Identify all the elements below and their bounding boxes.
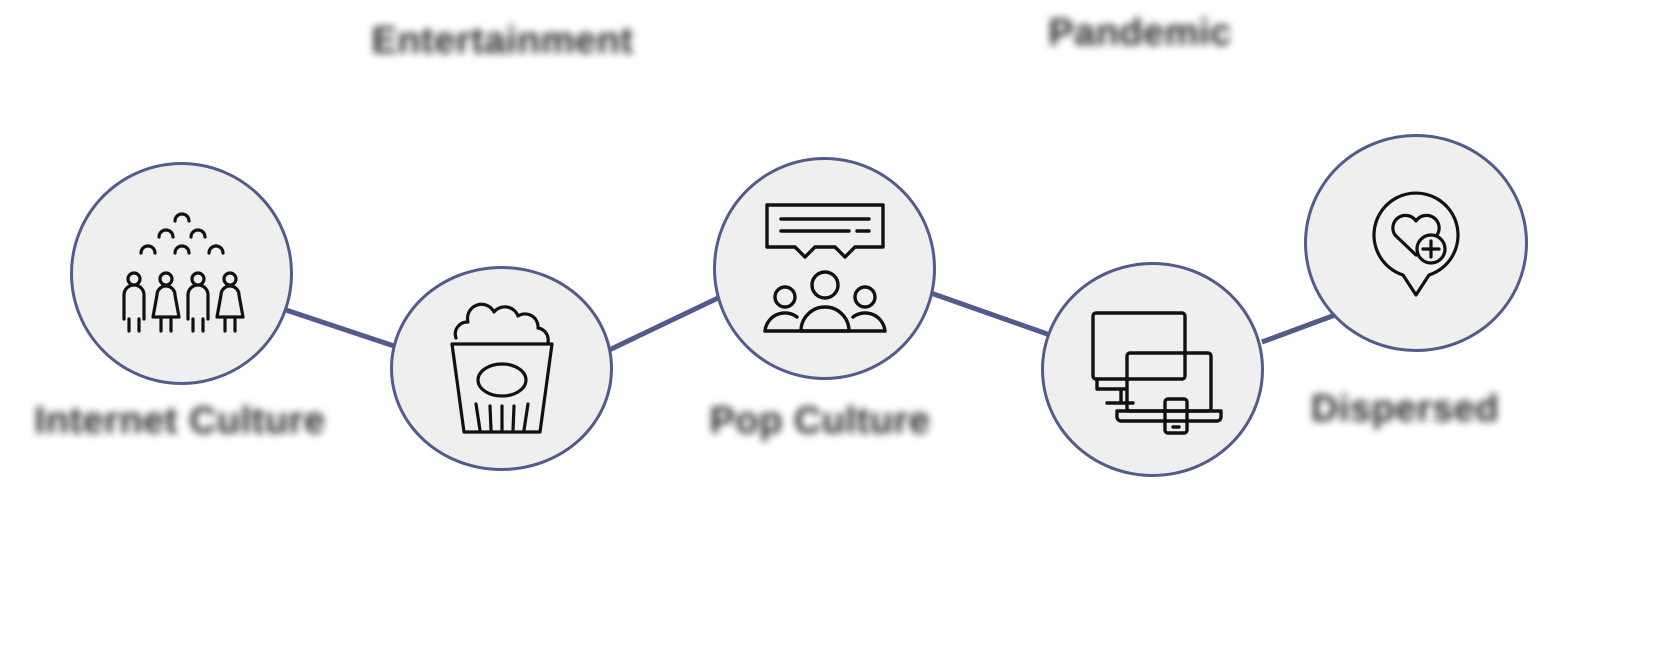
internet-culture-node xyxy=(70,162,293,385)
internet-culture-label: Internet Culture xyxy=(15,400,345,457)
crowd-icon xyxy=(121,211,245,333)
discussion-group-icon xyxy=(762,202,887,333)
node-title: Entertainment xyxy=(371,20,634,62)
connector-line xyxy=(603,295,720,355)
pandemic-node xyxy=(1041,262,1264,477)
connector-line xyxy=(279,305,401,351)
heart-location-icon xyxy=(1372,191,1460,297)
node-title: Pop Culture xyxy=(709,400,931,442)
dispersed-node xyxy=(1304,134,1528,352)
connector-line xyxy=(1261,312,1336,345)
entertainment-label: Entertainment xyxy=(345,20,660,77)
dispersed-label: Dispersed xyxy=(1270,388,1540,445)
connector-line xyxy=(927,289,1051,338)
node-title: Internet Culture xyxy=(34,400,326,442)
popcorn-icon xyxy=(449,302,554,434)
entertainment-node xyxy=(390,266,613,471)
node-title: Dispersed xyxy=(1310,388,1500,430)
pop-culture-label: Pop Culture xyxy=(670,400,970,457)
pandemic-label: Pandemic xyxy=(975,12,1305,69)
pop-culture-node xyxy=(713,157,936,380)
devices-icon xyxy=(1090,310,1223,435)
node-title: Pandemic xyxy=(1048,12,1232,54)
